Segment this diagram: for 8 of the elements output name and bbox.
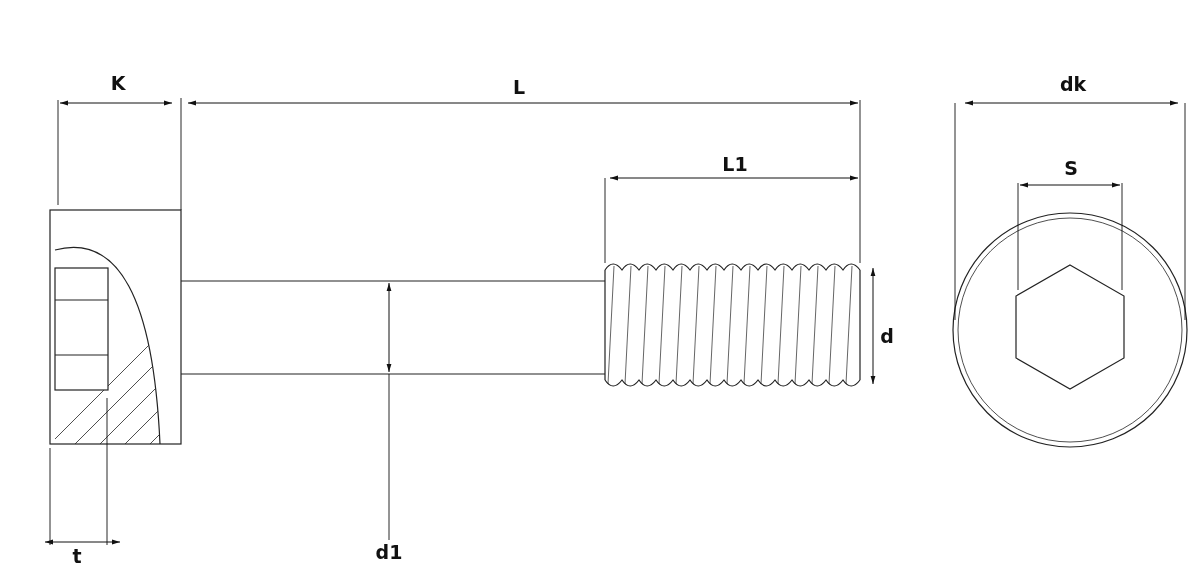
dimension-label: S: [1064, 158, 1078, 178]
dimension-label: L: [512, 77, 526, 97]
dimension-label: K: [110, 73, 126, 93]
dimension-label: L1: [722, 154, 748, 174]
dimension-label: d: [880, 326, 894, 346]
dimension-label: d1: [375, 542, 403, 562]
dimension-label: dk: [1059, 74, 1087, 94]
dimension-label: t: [72, 546, 82, 566]
